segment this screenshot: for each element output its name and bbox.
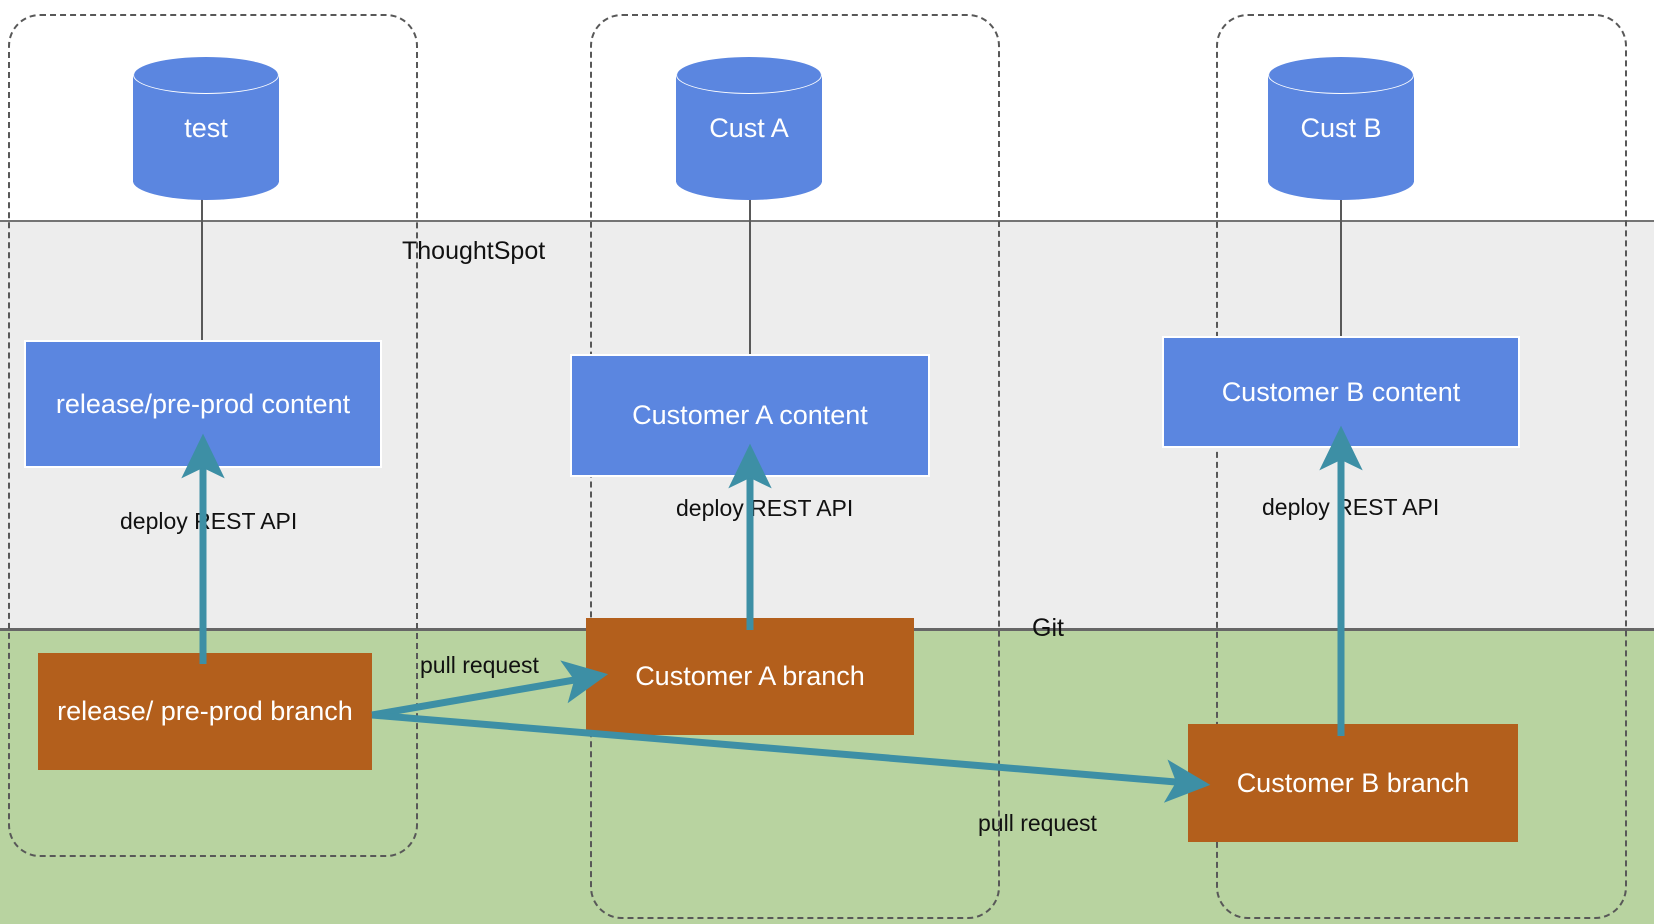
deploy-rest-api-label-cust-b: deploy REST API bbox=[1262, 494, 1440, 520]
pull-request-label-cust-b: pull request bbox=[978, 810, 1097, 836]
branch-box-customer-a[interactable]: Customer A branch bbox=[586, 618, 914, 735]
git-band-label: Git bbox=[1032, 614, 1064, 642]
connector-cust-a-to-content bbox=[749, 196, 751, 356]
pull-request-label-cust-a: pull request bbox=[420, 652, 539, 678]
content-box-release-pre-prod[interactable]: release/pre-prod content bbox=[24, 340, 382, 468]
cylinder-top bbox=[676, 56, 822, 94]
branch-box-release-pre-prod[interactable]: release/ pre-prod branch bbox=[38, 653, 372, 770]
content-box-customer-b[interactable]: Customer B content bbox=[1162, 336, 1520, 448]
deploy-rest-api-label-cust-a: deploy REST API bbox=[676, 495, 854, 521]
branch-box-customer-b[interactable]: Customer B branch bbox=[1188, 724, 1518, 842]
deploy-rest-api-label-test: deploy REST API bbox=[120, 508, 298, 534]
database-label-cust-b: Cust B bbox=[1300, 112, 1382, 143]
database-label-test: test bbox=[184, 112, 228, 143]
cylinder-top bbox=[1268, 56, 1414, 94]
connector-test-to-content bbox=[201, 196, 203, 344]
database-cylinder-cust-b: Cust B bbox=[1268, 56, 1414, 200]
database-cylinder-test: test bbox=[133, 56, 279, 200]
content-box-customer-a[interactable]: Customer A content bbox=[570, 354, 930, 477]
database-cylinder-cust-a: Cust A bbox=[676, 56, 822, 200]
database-label-cust-a: Cust A bbox=[709, 112, 789, 143]
cylinder-top bbox=[133, 56, 279, 94]
connector-cust-b-to-content bbox=[1340, 196, 1342, 354]
thoughtspot-band-label: ThoughtSpot bbox=[402, 237, 546, 265]
group-test bbox=[8, 14, 418, 857]
group-cust-b bbox=[1216, 14, 1627, 919]
